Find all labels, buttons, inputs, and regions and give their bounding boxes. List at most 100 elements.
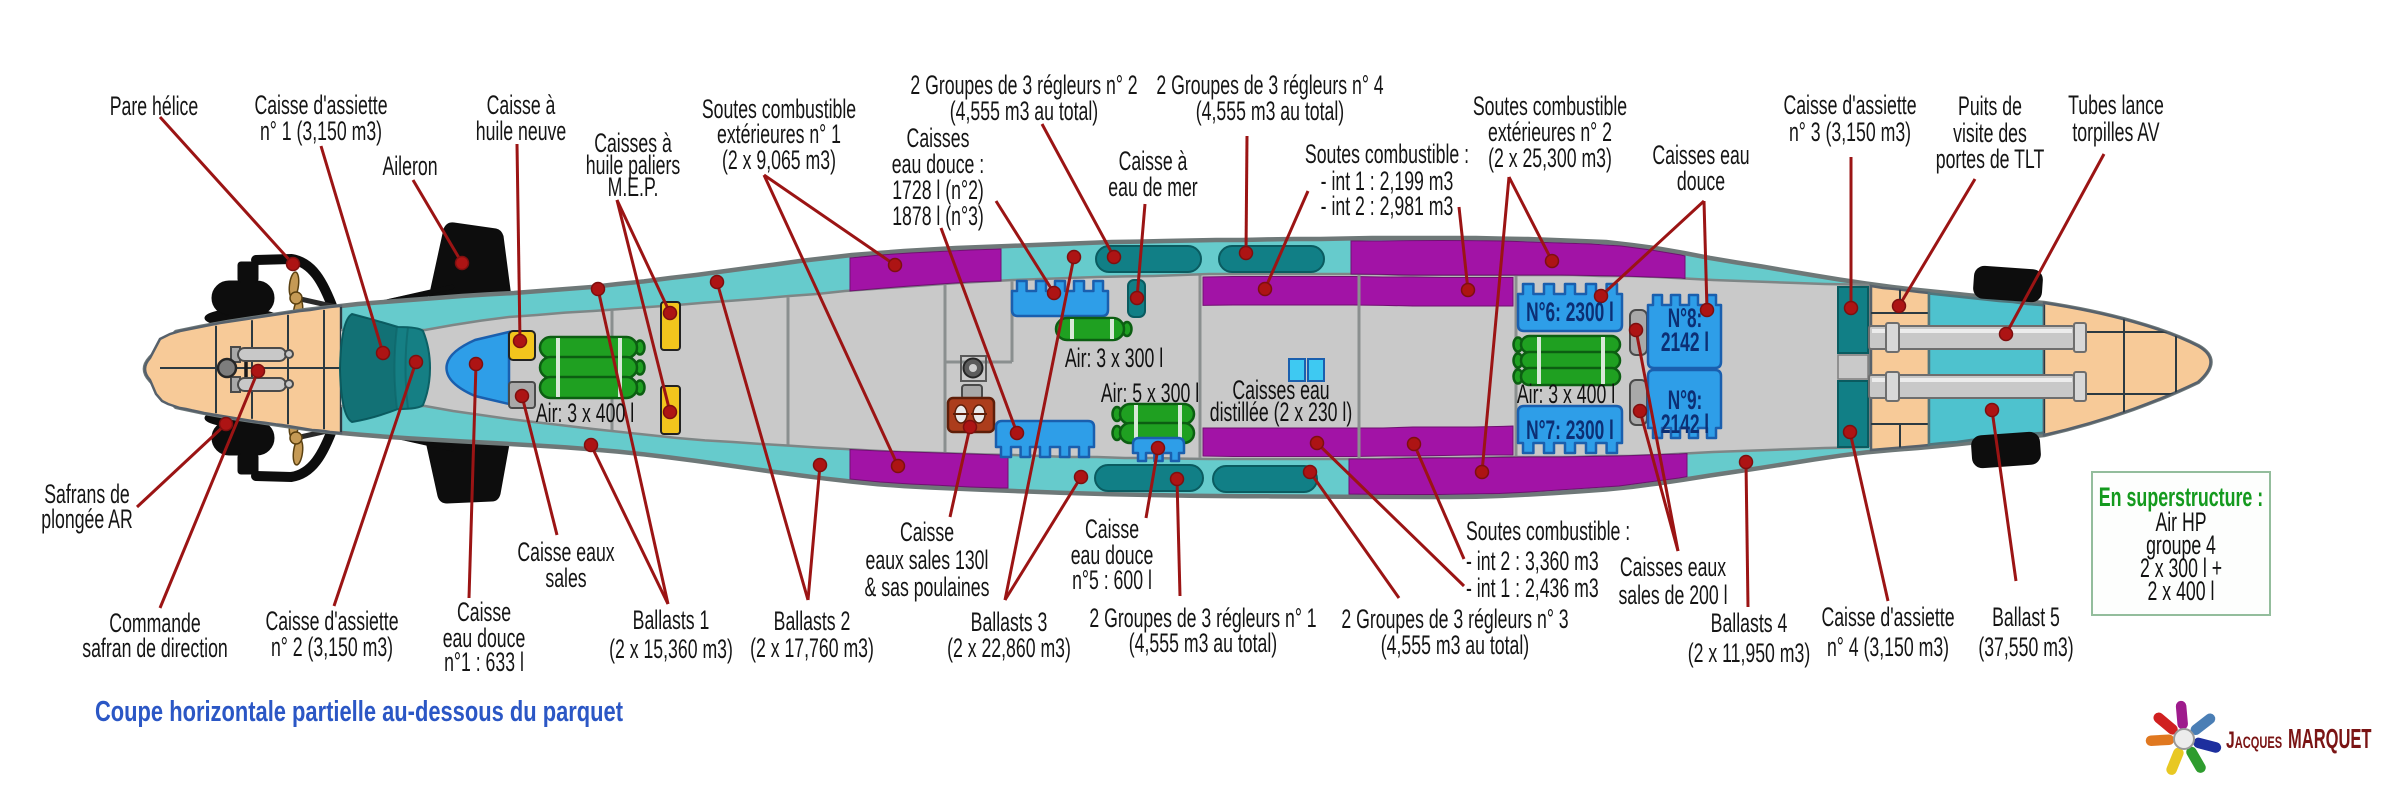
tank-assiette-3 — [1837, 286, 1869, 354]
leader-aileron — [411, 179, 470, 271]
leader-line — [1634, 329, 1680, 552]
leader-soutes-int-bottom — [1309, 435, 1466, 588]
callout-label: Caisse d'assiette — [1783, 90, 1916, 120]
superstructure-title: En superstructure : — [2099, 482, 2263, 512]
callout-label: Caisse à — [1119, 146, 1188, 176]
logo-ray — [2193, 737, 2222, 753]
callout-label: 2 Groupes de 3 régleurs n° 4 — [1156, 70, 1383, 100]
hull-text-air-fwd: Air: 3 x 400 l — [1517, 379, 1615, 409]
callout-label: n°1 : 633 l — [444, 647, 524, 677]
callout-label: Caisse — [457, 597, 511, 627]
callout-label: - int 2 : 2,981 m3 — [1321, 191, 1454, 221]
leader-dot — [1302, 464, 1318, 480]
hull-text-air-3x300: Air: 3 x 300 l — [1065, 343, 1163, 373]
leader-dot — [1309, 435, 1325, 451]
leader-caisse-assiette-3 — [1843, 157, 1859, 316]
leader-caisse-assiette-4 — [1842, 424, 1890, 602]
callout-label: eaux sales 130l — [866, 545, 989, 575]
leader-line — [948, 426, 972, 518]
callout-label: (2 x 25,300 m3) — [1488, 143, 1612, 173]
leader-line — [1412, 443, 1466, 560]
leader-dot — [962, 419, 978, 435]
leader-dot — [1106, 249, 1122, 265]
callout-pare-helice: Pare hélice — [110, 91, 199, 121]
callout-ballasts-3: Ballasts 3(2 x 22,860 m3) — [947, 607, 1071, 663]
leader-dot — [709, 274, 725, 290]
leader-puits-tlt — [1891, 178, 1977, 314]
logo-center — [2173, 728, 2195, 750]
callout-label: Soutes combustible — [702, 94, 856, 124]
leader-line — [1507, 176, 1554, 262]
leader-line — [1848, 431, 1890, 602]
leader-line — [520, 395, 559, 536]
callout-label: n°5 : 600 l — [1072, 565, 1152, 595]
callout-label: Ballasts 3 — [971, 607, 1048, 637]
callout-label: 2 Groupes de 3 régleurs n° 3 — [1341, 604, 1568, 634]
leader-ballasts-1 — [583, 281, 670, 605]
air-cylinder — [538, 335, 639, 360]
callout-label: (2 x 11,950 m3) — [1688, 638, 1811, 668]
leader-dot — [1891, 298, 1907, 314]
leader-line — [135, 422, 228, 509]
callout-label: (4,555 m3 au total) — [950, 96, 1098, 126]
leader-line — [1308, 471, 1401, 599]
tank-eau-distillee — [1307, 358, 1325, 382]
hull-text-distillee-2: distillée (2 x 230 l) — [1210, 397, 1353, 427]
callout-label: Caisse d'assiette — [1821, 602, 1954, 632]
hull-text-distillee-1: Caisses eau — [1232, 375, 1329, 405]
leader-line — [715, 281, 810, 601]
hull-text-n6: N°6: 2300 l — [1526, 297, 1614, 327]
callout-label: eau de mer — [1108, 172, 1197, 202]
hull-text-air-aft: Air: 3 x 400 l — [536, 398, 634, 428]
tube-muzzle — [2073, 371, 2087, 402]
callout-label: Caisse — [1085, 514, 1139, 544]
regleurs-group-4 — [1218, 245, 1325, 273]
leader-line — [1744, 461, 1750, 608]
leader-dot — [662, 305, 678, 321]
leader-line — [1040, 123, 1116, 258]
leader-line — [1003, 256, 1076, 601]
leader-dot — [468, 356, 484, 372]
leader-dot — [1238, 245, 1254, 261]
callout-soutes-int-top: Soutes combustible :- int 1 : 2,199 m3- … — [1305, 139, 1469, 221]
superstructure-line: 2 x 300 l + — [2140, 553, 2222, 583]
callout-label: extérieures n° 1 — [717, 119, 841, 149]
callout-label: (4,555 m3 au total) — [1381, 630, 1529, 660]
callout-groupes-2: 2 Groupes de 3 régleurs n° 2(4,555 m3 au… — [910, 70, 1137, 126]
callout-groupes-4: 2 Groupes de 3 régleurs n° 4(4,555 m3 au… — [1156, 70, 1383, 126]
leader-line — [1175, 478, 1182, 597]
leader-line — [2004, 153, 2106, 335]
callout-label: huile paliers — [586, 150, 680, 180]
leader-line — [994, 200, 1056, 294]
leader-soutes-int-top — [1257, 190, 1476, 298]
leader-dot — [285, 256, 301, 272]
callout-label: Ballast 5 — [1992, 602, 2060, 632]
leader-dot — [887, 257, 903, 273]
callout-aileron: Aileron — [382, 151, 437, 181]
callout-ballast-5: Ballast 5(37,550 m3) — [1978, 602, 2073, 662]
propeller-guard-arm-bottom — [251, 420, 339, 483]
propeller-hub — [289, 431, 303, 445]
leader-line — [762, 174, 900, 467]
callout-label: Soutes combustible — [1473, 91, 1627, 121]
leader-groupes-3 — [1302, 464, 1401, 599]
callout-label: (2 x 17,760 m3) — [750, 633, 874, 663]
callout-ballasts-1: Ballasts 1(2 x 15,360 m3) — [609, 605, 733, 664]
callout-label: Caisse à — [487, 90, 556, 120]
leader-dot — [375, 345, 391, 361]
callout-label: Caisses à — [594, 128, 672, 158]
leader-dot — [1169, 471, 1185, 487]
callout-label: & sas poulaines — [865, 572, 990, 602]
leader-line — [596, 288, 670, 605]
leader-caisse-eau-mer — [1129, 203, 1147, 306]
